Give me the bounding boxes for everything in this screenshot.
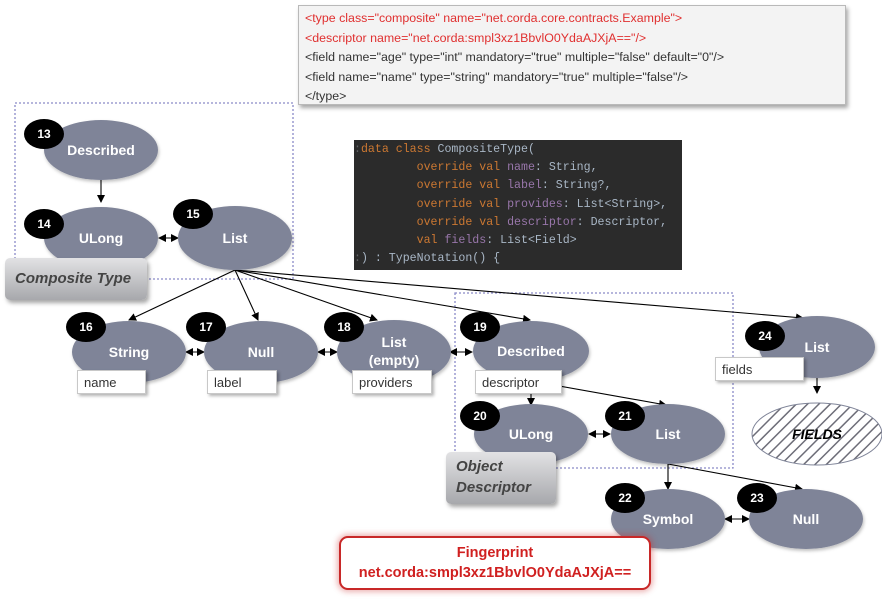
node-19-ellipse (473, 321, 589, 381)
tag-fields: fields (715, 357, 804, 381)
node-13-label: Described (67, 142, 135, 158)
badge-17-number: 17 (199, 320, 213, 334)
node-19-label: Described (497, 343, 565, 359)
node-22-label: Symbol (643, 511, 694, 527)
node-18-ellipse (337, 320, 451, 384)
badge-15-number: 15 (186, 207, 200, 221)
node-21-label: List (656, 426, 681, 442)
node-17-ellipse (204, 321, 318, 383)
fields-label: FIELDS (792, 426, 842, 442)
node-20-ellipse (474, 404, 588, 464)
code-line-7: :) : TypeNotation() { (354, 252, 501, 266)
composite-type-group-border (14, 102, 294, 280)
edge-21-23 (667, 463, 803, 492)
node-14-label: ULong (79, 230, 123, 246)
kotlin-code-snippet: :data class CompositeType( override val … (354, 140, 682, 270)
badge-18-number: 18 (337, 320, 351, 334)
object-descriptor-group-label: Object Descriptor (446, 452, 556, 504)
badge-23-number: 23 (750, 491, 764, 505)
badge-14-number: 14 (37, 217, 51, 231)
badge-24-number: 24 (758, 329, 772, 343)
code-line-2: override val name: String, (416, 161, 598, 175)
object-descriptor-line2: Descriptor (456, 479, 532, 496)
node-17-label: Null (248, 344, 274, 360)
badge-16-number: 16 (79, 320, 93, 334)
badge-19-number: 19 (473, 320, 487, 334)
code-line-1: :data class CompositeType( (354, 143, 535, 156)
xml-type-definition: <type class="composite" name="net.corda.… (298, 5, 846, 105)
node-18-label-line1: List (382, 334, 407, 350)
node-18-label-line2: (empty) (369, 352, 420, 368)
composite-type-group-text: Composite Type (15, 270, 132, 287)
node-13-ellipse (44, 120, 158, 180)
tag-providers: providers (352, 370, 432, 394)
badge-20 (460, 401, 500, 431)
tag-name: name (77, 370, 146, 394)
badge-24 (745, 321, 785, 351)
badge-14 (24, 209, 64, 239)
badge-13-number: 13 (37, 127, 51, 141)
badge-18 (324, 312, 364, 342)
node-23-label: Null (793, 511, 819, 527)
edge-15-24 (234, 269, 804, 322)
badge-21-number: 21 (618, 409, 632, 423)
node-16-label: String (109, 344, 149, 360)
node-15-label: List (223, 230, 248, 246)
node-20-label: ULong (509, 426, 553, 442)
badge-19 (460, 312, 500, 342)
fields-hatched-ellipse (751, 402, 882, 466)
badge-15 (173, 199, 213, 229)
tag-descriptor: descriptor (475, 370, 562, 394)
xml-type-close-line: </type> (305, 89, 347, 104)
badge-23 (737, 483, 777, 513)
node-badges (24, 119, 785, 513)
badge-22-number: 22 (618, 491, 632, 505)
xml-type-line: <type class="composite" name="net.corda.… (305, 11, 683, 25)
code-line-3: override val label: String?, (416, 179, 612, 193)
xml-field-name-line: <field name="name" type="string" mandato… (305, 69, 689, 84)
node-14-ellipse (44, 207, 158, 269)
tag-label: label (207, 370, 277, 394)
badge-22 (605, 483, 645, 513)
badge-21 (605, 401, 645, 431)
badge-13 (24, 119, 64, 149)
edge-15-19 (234, 269, 531, 323)
node-23-ellipse (749, 489, 863, 549)
code-line-6: val fields: List<Field> (416, 234, 577, 248)
xml-field-age-line: <field name="age" type="int" mandatory="… (305, 50, 725, 65)
code-line-5: override val descriptor: Descriptor, (416, 215, 668, 229)
code-line-4: override val provides: List<String>, (416, 197, 668, 211)
badge-20-number: 20 (473, 409, 487, 423)
node-24-label: List (805, 339, 830, 355)
fingerprint-box: Fingerprint net.corda:smpl3xz1BbvlO0YdaA… (339, 536, 651, 590)
badge-16 (66, 312, 106, 342)
badge-17 (186, 312, 226, 342)
object-descriptor-line1: Object (456, 458, 503, 475)
edge-15-18 (234, 269, 378, 322)
fingerprint-title: Fingerprint (456, 545, 534, 561)
xml-descriptor-line: <descriptor name="net.corda:smpl3xz1Bbvl… (305, 30, 647, 45)
fingerprint-value: net.corda:smpl3xz1BbvlO0YdaAJXjA== (358, 565, 632, 581)
composite-type-group-label: Composite Type (5, 258, 147, 300)
edge-15-17 (234, 269, 259, 321)
edge-15-16 (128, 269, 236, 321)
